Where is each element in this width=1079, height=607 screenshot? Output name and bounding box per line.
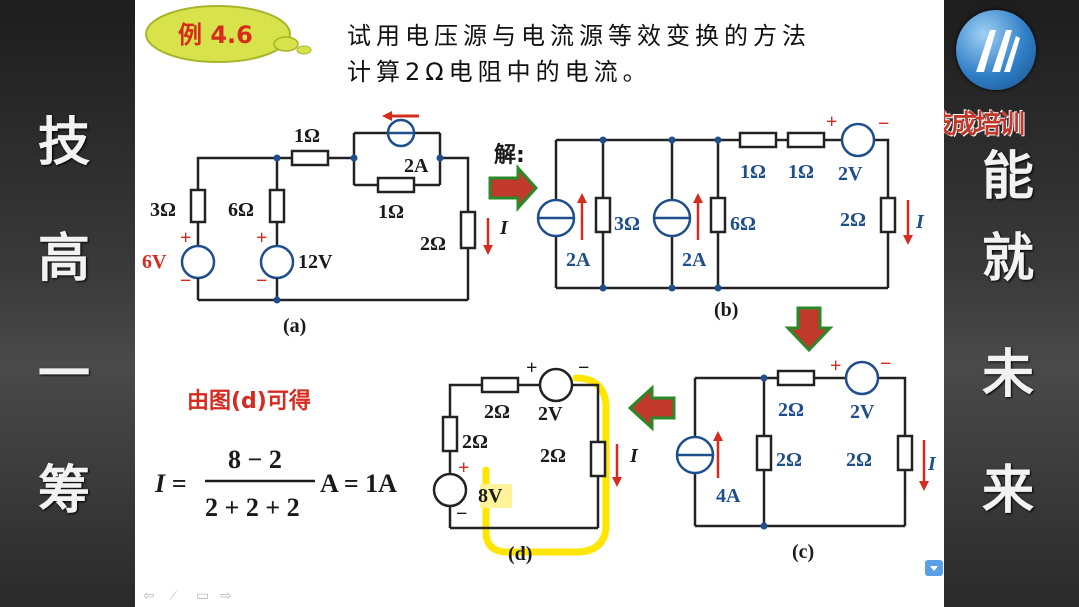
label: + [458, 457, 469, 479]
label: 1Ω [294, 125, 320, 147]
cs-arrow-head-icon [382, 111, 392, 121]
label: − [578, 357, 589, 379]
banner-char: 筹 [38, 461, 91, 521]
label: 2V [850, 401, 875, 423]
label: − [878, 113, 889, 135]
label: + [256, 227, 267, 249]
menu-icon[interactable]: ▭ [196, 589, 209, 604]
banner-char: 能 [982, 147, 1035, 207]
label: 2A [566, 249, 591, 271]
arrow-head-icon [693, 193, 703, 203]
circuit-a-nodes [273, 154, 444, 304]
banner-char: 就 [982, 229, 1035, 289]
left-banner: 技 高 一 筹 [0, 0, 135, 607]
label: 2Ω [540, 445, 566, 467]
caption: (b) [714, 299, 738, 321]
circuit-b-nodes [599, 136, 722, 292]
label: 6Ω [730, 213, 756, 235]
logo-mark-icon [976, 30, 1020, 72]
circuit-b-arrows [580, 200, 910, 240]
banner-char: 来 [982, 461, 1035, 521]
transform-arrow-icon [784, 306, 834, 353]
circuit-d [432, 367, 607, 530]
transform-arrow-icon [488, 164, 539, 212]
label: 6Ω [228, 199, 254, 221]
circuit-a [180, 118, 477, 302]
label: − [880, 353, 891, 375]
label: 1Ω [740, 161, 766, 183]
logo-icon [956, 10, 1036, 90]
arrow-head-icon [577, 193, 587, 203]
label: 12V [298, 251, 333, 273]
label: 2Ω [484, 401, 510, 423]
label: 2A [682, 249, 707, 271]
slide [135, 0, 944, 607]
banner-char: 高 [38, 229, 91, 289]
banner-char: 技 [38, 113, 91, 173]
next-slide-icon[interactable]: ⇨ [220, 589, 232, 604]
arrow-head-icon [713, 431, 723, 441]
arrow-head-icon [612, 477, 622, 487]
label: 2A [404, 155, 429, 177]
chevron-down-icon [930, 566, 938, 571]
highlight-block [480, 484, 512, 508]
label: 2V [538, 403, 563, 425]
caption: (c) [792, 541, 814, 563]
caption: (d) [508, 543, 532, 565]
label: 2Ω [420, 233, 446, 255]
label: I [915, 211, 925, 233]
arrow-head-icon [919, 481, 929, 491]
formula-denominator: 2 + 2 + 2 [205, 493, 300, 522]
label: 6V [142, 251, 167, 273]
label: I [629, 445, 639, 467]
circuit-c [675, 360, 914, 528]
prev-slide-icon[interactable]: ⇦ [143, 589, 155, 604]
circuit-b [536, 122, 897, 290]
label: + [180, 227, 191, 249]
label: 3Ω [614, 213, 640, 235]
banner-char: 一 [38, 345, 91, 405]
label: 8V [478, 485, 503, 507]
label: − [456, 503, 467, 525]
banner-char: 未 [982, 345, 1035, 405]
problem-title-line1: 试用电压源与电流源等效变换的方法 [347, 22, 811, 50]
formula-rhs: A = 1A [320, 469, 397, 498]
label: 4A [716, 485, 741, 507]
label: 2Ω [846, 449, 872, 471]
label: 2V [838, 163, 863, 185]
current-arrow-head-icon [483, 245, 493, 255]
example-badge: 例 4.6 [145, 5, 312, 63]
solution-label: 解: [494, 142, 525, 168]
arrow-head-icon [903, 235, 913, 245]
label: − [256, 270, 267, 292]
circuit-c-nodes [760, 374, 768, 530]
label: 2Ω [778, 399, 804, 421]
slide-nav[interactable]: ⇦ ⁄ ▭ ⇨ [143, 589, 232, 604]
problem-title-line2: 计算2Ω电阻中的电流。 [347, 58, 652, 86]
label: 2Ω [462, 431, 488, 453]
formula-lhs: I = [154, 469, 186, 498]
label: + [526, 357, 537, 379]
label: 2Ω [840, 209, 866, 231]
formula-numerator: 8 − 2 [228, 445, 282, 474]
label: 1Ω [788, 161, 814, 183]
label: + [830, 355, 841, 377]
transform-arrow-icon [627, 384, 676, 432]
label: 2Ω [776, 449, 802, 471]
label: + [826, 111, 837, 133]
label: − [180, 270, 191, 292]
label: 1Ω [378, 201, 404, 223]
result-heading: 由图(d)可得 [187, 388, 311, 414]
label: I [499, 217, 509, 239]
caption: (a) [283, 315, 306, 337]
pen-tool-icon[interactable]: ⁄ [169, 589, 177, 604]
formula: I = 8 − 2 2 + 2 + 2 A = 1A [154, 445, 397, 522]
right-banner: 能 就 未 来 [944, 0, 1079, 607]
example-badge-label: 例 4.6 [178, 21, 253, 49]
label: I [927, 453, 937, 475]
label: 3Ω [150, 199, 176, 221]
